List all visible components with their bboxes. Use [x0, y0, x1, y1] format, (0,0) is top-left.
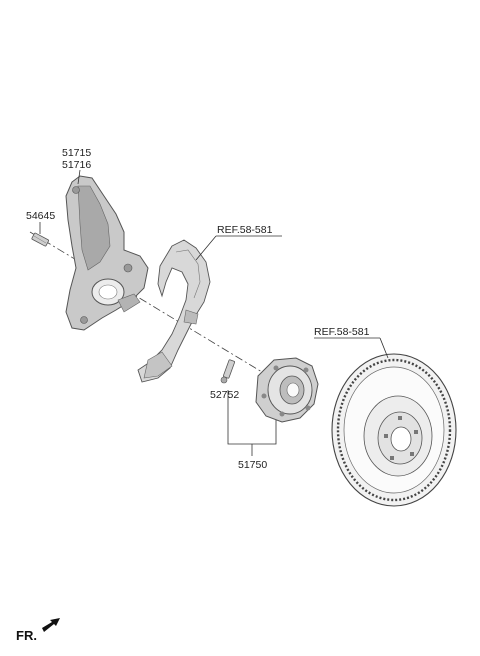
- label-51715: 51715: [62, 147, 91, 159]
- label-disc-ref: REF.58-581: [314, 326, 370, 338]
- label-52752: 52752: [210, 389, 239, 401]
- label-51750: 51750: [238, 459, 267, 471]
- hub-bolt[interactable]: [220, 359, 236, 384]
- wheel-hub-assembly[interactable]: [255, 357, 319, 423]
- fr-label: FR.: [16, 628, 37, 643]
- knuckle-bolt[interactable]: [31, 232, 49, 247]
- front-arrow-icon: [42, 618, 60, 632]
- brake-disc[interactable]: [331, 353, 457, 507]
- label-51716: 51716: [62, 159, 91, 171]
- label-54645: 54645: [26, 210, 55, 222]
- steering-knuckle[interactable]: [65, 175, 149, 331]
- dust-cover[interactable]: [137, 239, 211, 383]
- label-dust-cover-ref: REF.58-581: [217, 224, 273, 236]
- leader-lines: [39, 169, 389, 456]
- front-indicator: FR.: [16, 618, 60, 643]
- center-axis-line: [29, 231, 263, 373]
